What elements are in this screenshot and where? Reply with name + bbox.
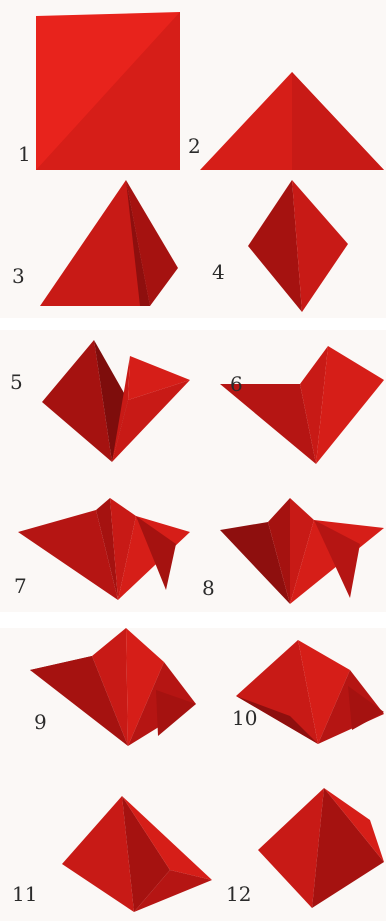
step-number: 8 bbox=[202, 578, 215, 598]
step-10-shape bbox=[236, 640, 384, 744]
step-3-folded-triangle bbox=[40, 180, 178, 306]
step-12-shape bbox=[258, 788, 384, 908]
step-7-shape bbox=[18, 498, 190, 600]
step-number: 7 bbox=[14, 576, 27, 596]
step-9-shape bbox=[30, 628, 196, 746]
step-number: 10 bbox=[232, 708, 257, 728]
step-4-diamond bbox=[248, 180, 348, 312]
step-6-shape bbox=[220, 346, 384, 464]
step-number: 2 bbox=[188, 136, 201, 156]
step-number: 4 bbox=[212, 262, 225, 282]
step-1-square bbox=[36, 12, 180, 170]
step-11-shape bbox=[62, 796, 212, 912]
step-number: 1 bbox=[18, 144, 31, 164]
step-number: 11 bbox=[12, 884, 37, 904]
step-number: 12 bbox=[226, 884, 251, 904]
step-number: 5 bbox=[10, 372, 23, 392]
step-number: 6 bbox=[230, 374, 243, 394]
step-number: 9 bbox=[34, 712, 47, 732]
step-8-shape bbox=[220, 498, 384, 604]
step-number: 3 bbox=[12, 266, 25, 286]
step-2-triangle bbox=[200, 72, 384, 170]
step-5-shape bbox=[42, 340, 190, 462]
